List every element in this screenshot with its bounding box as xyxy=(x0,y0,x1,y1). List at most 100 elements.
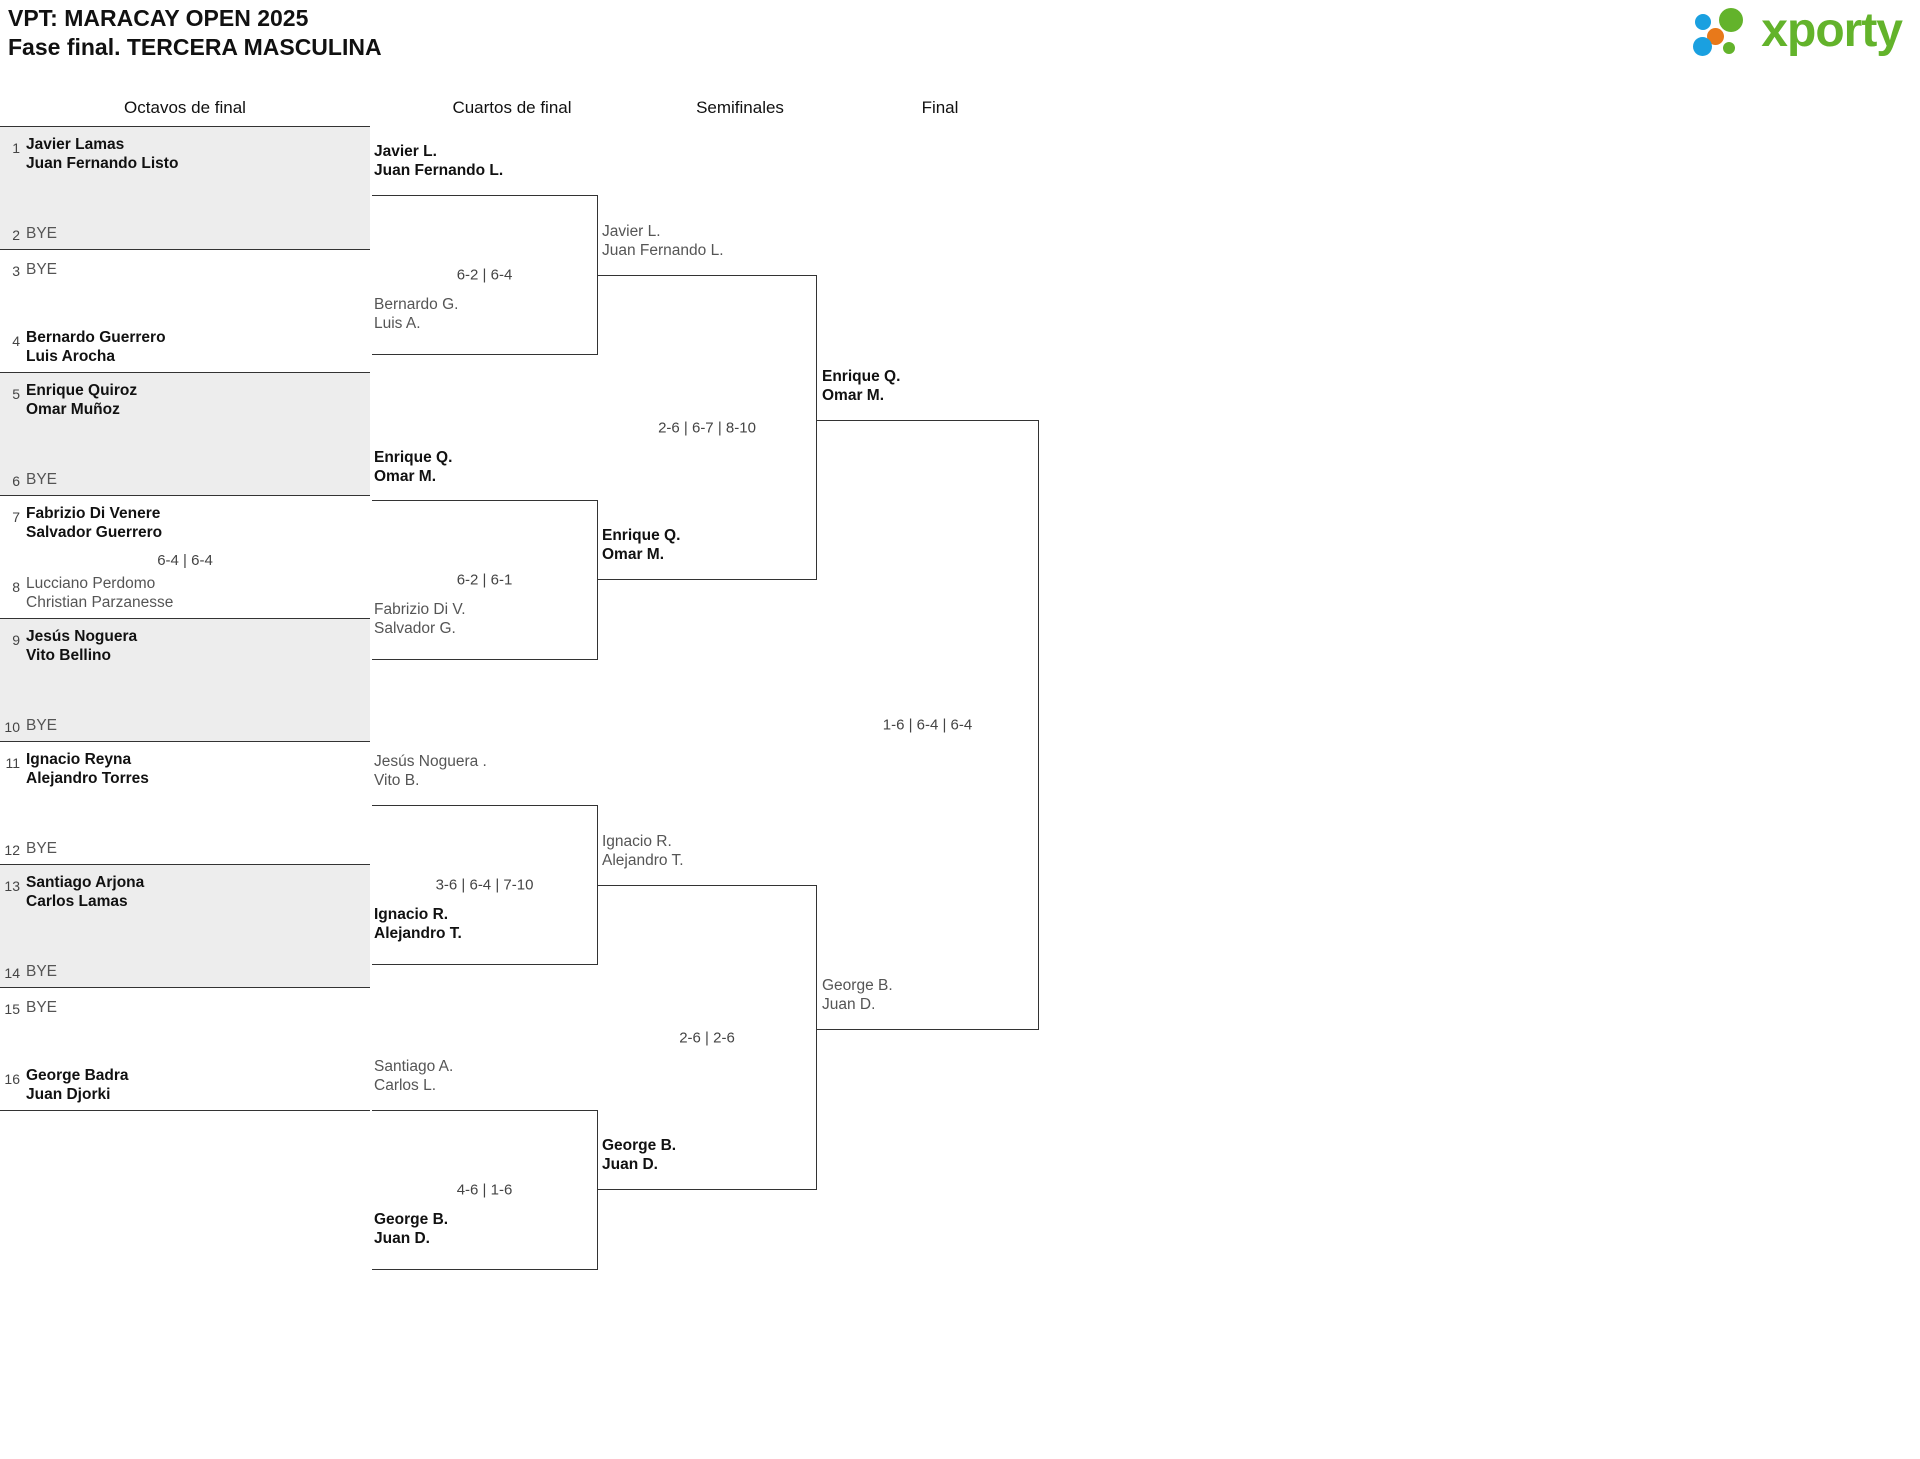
player-name: Salvador Guerrero xyxy=(26,524,163,541)
player-name: Santiago A. xyxy=(374,1058,454,1075)
player-name: Juan Djorki xyxy=(26,1086,111,1103)
bye-label: BYE xyxy=(26,963,58,980)
player-name: Omar M. xyxy=(822,387,885,404)
tournament-name: VPT: MARACAY OPEN 2025 xyxy=(8,5,309,31)
seed-number: 7 xyxy=(12,509,20,525)
player-name: Omar M. xyxy=(602,546,665,563)
seed-number: 4 xyxy=(12,333,20,349)
player-name: Javier Lamas xyxy=(26,136,125,153)
match-score: 4-6 | 1-6 xyxy=(456,1181,513,1199)
player-name: Fabrizio Di Venere xyxy=(26,505,161,522)
player-name: Ignacio Reyna xyxy=(26,751,132,768)
seed-number: 16 xyxy=(4,1071,20,1087)
player-name: Javier L. xyxy=(602,223,661,240)
round-header-octavos: Octavos de final xyxy=(124,98,246,117)
player-name: Juan Fernando Listo xyxy=(26,155,179,172)
bracket-connector: 6-2 | 6-1 xyxy=(372,500,598,660)
player-name: Juan D. xyxy=(822,996,876,1013)
bracket-connector: 4-6 | 1-6 xyxy=(372,1110,598,1270)
bracket-entrant[interactable]: George B. Juan D. xyxy=(822,976,893,1014)
player-name: Christian Parzanesse xyxy=(26,594,174,611)
bracket-entrant[interactable]: Enrique Q. Omar M. xyxy=(822,367,900,405)
round1-entrant[interactable]: 15 BYE xyxy=(0,996,370,1017)
seed-number: 5 xyxy=(12,386,20,402)
player-name: Carlos Lamas xyxy=(26,893,128,910)
player-name: Bernardo G. xyxy=(374,296,459,313)
bracket-entrant[interactable]: George B.Juan D. xyxy=(374,1210,448,1248)
bye-label: BYE xyxy=(26,471,58,488)
player-name: Enrique Quiroz xyxy=(26,382,138,399)
player-name: Carlos L. xyxy=(374,1077,437,1094)
round-header-cuartos: Cuartos de final xyxy=(452,98,572,117)
bracket-entrant[interactable]: Javier L. Juan Fernando L. xyxy=(374,142,503,180)
player-name: Enrique Q. xyxy=(602,527,681,544)
round-header-final: Final xyxy=(921,98,959,117)
bracket-entrant[interactable]: Ignacio R. Alejandro T. xyxy=(602,832,684,870)
seed-number: 9 xyxy=(12,632,20,648)
player-name: Jesús Noguera . xyxy=(374,753,487,770)
seed-number: 2 xyxy=(12,227,20,243)
player-name: Juan Fernando L. xyxy=(374,162,504,179)
player-name: Santiago Arjona xyxy=(26,874,145,891)
player-name: Juan Fernando L. xyxy=(602,242,724,259)
match-score: 6-4 | 6-4 xyxy=(157,552,213,569)
bracket-entrant[interactable]: Javier L. Juan Fernando L. xyxy=(602,222,724,260)
player-name: George B. xyxy=(602,1137,677,1154)
player-name: Alejandro T. xyxy=(602,852,684,869)
logo-wordmark: xporty xyxy=(1761,4,1903,57)
bracket-connector: 2-6 | 2-6 xyxy=(598,885,817,1190)
seed-number: 15 xyxy=(4,1001,20,1017)
bracket-entrant[interactable]: Enrique Q. Omar M. xyxy=(602,526,680,564)
player-name: Enrique Q. xyxy=(822,368,901,385)
bracket-connector: 3-6 | 6-4 | 7-10 xyxy=(372,805,598,965)
match-score: 6-2 | 6-4 xyxy=(456,266,513,284)
round1-entrant[interactable]: 14 BYE xyxy=(0,960,370,981)
bracket-entrant[interactable]: Santiago A. Carlos L. xyxy=(374,1057,453,1095)
bracket-connector: 1-6 | 6-4 | 6-4 xyxy=(817,420,1039,1030)
player-name: Ignacio R. xyxy=(374,906,449,923)
bracket-entrant[interactable]: Ignacio R. Alejandro T. xyxy=(374,905,462,943)
bracket-connector: 6-2 | 6-4 xyxy=(372,195,598,355)
bracket-entrant[interactable]: Bernardo G.Luis A. xyxy=(374,295,458,333)
round-header-semifinales: Semifinales xyxy=(696,98,784,117)
bracket-entrant[interactable]: Jesús Noguera . Vito B. xyxy=(374,752,487,790)
player-name: Ignacio R. xyxy=(602,833,672,850)
seed-number: 14 xyxy=(4,965,20,981)
seed-number: 11 xyxy=(5,755,20,771)
player-name: Alejandro T. xyxy=(374,925,462,942)
player-name: Luis Arocha xyxy=(26,348,115,365)
player-name: George B. xyxy=(822,977,893,994)
bye-label: BYE xyxy=(26,999,58,1016)
bracket-entrant[interactable]: Enrique Q.Omar M. xyxy=(374,448,452,486)
player-name: Vito B. xyxy=(374,772,420,789)
bracket-entrant[interactable]: Fabrizio Di V.Salvador G. xyxy=(374,600,466,638)
player-name: Javier L. xyxy=(374,143,437,160)
tournament-phase: Fase final. TERCERA MASCULINA xyxy=(8,34,382,60)
bracket-entrant[interactable]: George B.Juan D. xyxy=(602,1136,676,1174)
player-name: Alejandro Torres xyxy=(26,770,149,787)
